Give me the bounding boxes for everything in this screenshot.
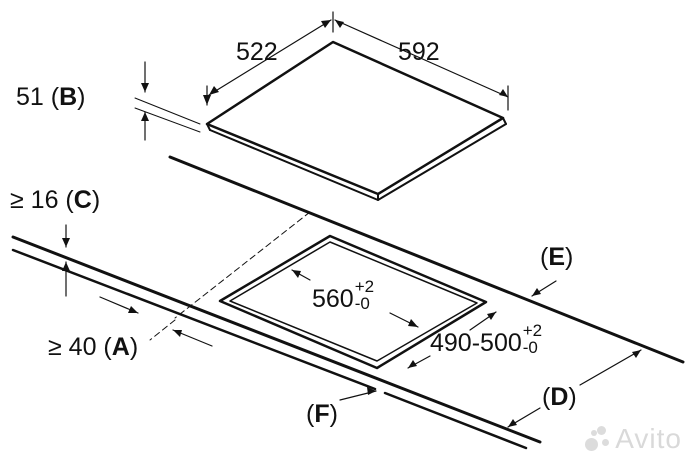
cutout-outer xyxy=(218,234,488,370)
dim-min-rear-gap: ≥ 40 (A) xyxy=(48,333,139,361)
countertop-front-edge-bottom xyxy=(11,248,377,391)
countertop-front-edge-top xyxy=(11,235,542,444)
letter-a: A xyxy=(111,333,130,361)
label-d: (D) xyxy=(542,383,577,411)
letter-c: C xyxy=(73,186,92,214)
letter-b: B xyxy=(59,83,78,111)
label-e: (E) xyxy=(540,243,574,271)
dim-width-top: 522 xyxy=(236,38,278,66)
avito-watermark: Avito xyxy=(585,423,682,455)
cutout-inner xyxy=(229,241,478,362)
label-f: (F) xyxy=(306,400,338,428)
dim-depth-top: 592 xyxy=(398,38,440,66)
avito-logo-icon xyxy=(585,426,611,452)
dim-thickness: 51 (B) xyxy=(16,83,86,111)
dim-cutout-width: 560+2-0 xyxy=(312,277,375,313)
dim-min-front-gap: ≥ 16 (C) xyxy=(10,186,101,214)
dim-cutout-depth: 490-500+2-0 xyxy=(430,321,543,357)
hob-bottom-edge xyxy=(209,123,507,201)
countertop-back-edge xyxy=(168,155,685,364)
